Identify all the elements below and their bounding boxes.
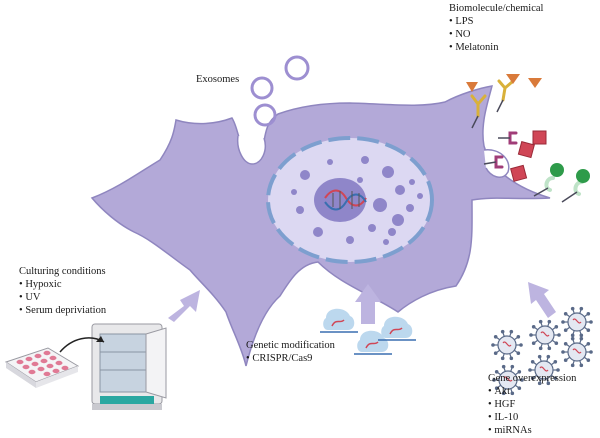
exosome-vesicle-icon (253, 103, 277, 127)
ligand-square-icon (517, 141, 535, 159)
list-item: miRNAs (488, 424, 576, 437)
ligand-triangle-icon (528, 78, 542, 88)
arrows (168, 282, 556, 324)
exosome-release-pocket (236, 135, 266, 165)
viral-vector-icon (561, 306, 593, 338)
dna-helix-icon (324, 189, 367, 211)
cas9-complex-icon (320, 308, 358, 333)
genetic-modification-label: Genetic modification CRISPR/Cas9 (246, 339, 335, 365)
cas9-complex-icon (354, 330, 392, 355)
list-item: Hypoxic (19, 278, 106, 291)
ligand-circle-icon (550, 163, 564, 177)
cell-culture-plate-icon (4, 347, 80, 388)
exosomes-label: Exosomes (196, 74, 240, 85)
viral-vectors (491, 306, 593, 396)
biomolecule-title: Biomolecule/chemical (449, 3, 544, 14)
culturing-title: Culturing conditions (19, 266, 106, 277)
exosomes (250, 55, 310, 127)
list-item: Melatonin (449, 41, 543, 54)
receptors (470, 79, 584, 203)
list-item: IL-10 (488, 411, 576, 424)
list-item: Akt (488, 385, 576, 398)
list-item: Serum depriviation (19, 304, 106, 317)
ligands (466, 74, 590, 183)
ligand-square-icon (532, 130, 547, 145)
ligand-circle-icon (576, 169, 590, 183)
gene-overexpression-label: Gene overexpression Akt HGF IL-10 miRNAs (488, 372, 576, 437)
viral-vector-icon (529, 319, 561, 351)
genetic-list: CRISPR/Cas9 (246, 352, 335, 365)
list-item: CRISPR/Cas9 (246, 352, 335, 365)
ligand-triangle-icon (466, 82, 478, 92)
biomolecule-list: LPS NO Melatonin (449, 15, 543, 54)
biomolecule-label: Biomolecule/chemical LPS NO Melatonin (449, 2, 543, 54)
list-item: HGF (488, 398, 576, 411)
receptor-icon (470, 79, 514, 118)
ligand-square-icon (510, 164, 528, 182)
genetic-title: Genetic modification (246, 340, 335, 351)
chromatin-blobs (291, 156, 423, 245)
culturing-label: Culturing conditions Hypoxic UV Serum de… (19, 265, 106, 317)
exosome-vesicle-icon (284, 55, 310, 81)
list-item: LPS (449, 15, 543, 28)
arrow-overexpression (528, 282, 556, 318)
list-item: NO (449, 28, 543, 41)
arrow-genetic (355, 284, 381, 324)
arrow-culturing (168, 290, 200, 322)
nucleus (266, 136, 434, 264)
list-item: UV (19, 291, 106, 304)
culturing-list: Hypoxic UV Serum depriviation (19, 278, 106, 317)
cas9-complex-icon (378, 316, 416, 341)
exosome-vesicle-icon (250, 76, 274, 100)
incubator-icon (91, 323, 167, 410)
viral-vector-icon (491, 329, 523, 361)
viral-vector-icon (561, 336, 593, 368)
overexpression-list: Akt HGF IL-10 miRNAs (488, 385, 576, 437)
overexpression-title: Gene overexpression (488, 373, 577, 384)
ligand-triangle-icon (506, 74, 520, 84)
